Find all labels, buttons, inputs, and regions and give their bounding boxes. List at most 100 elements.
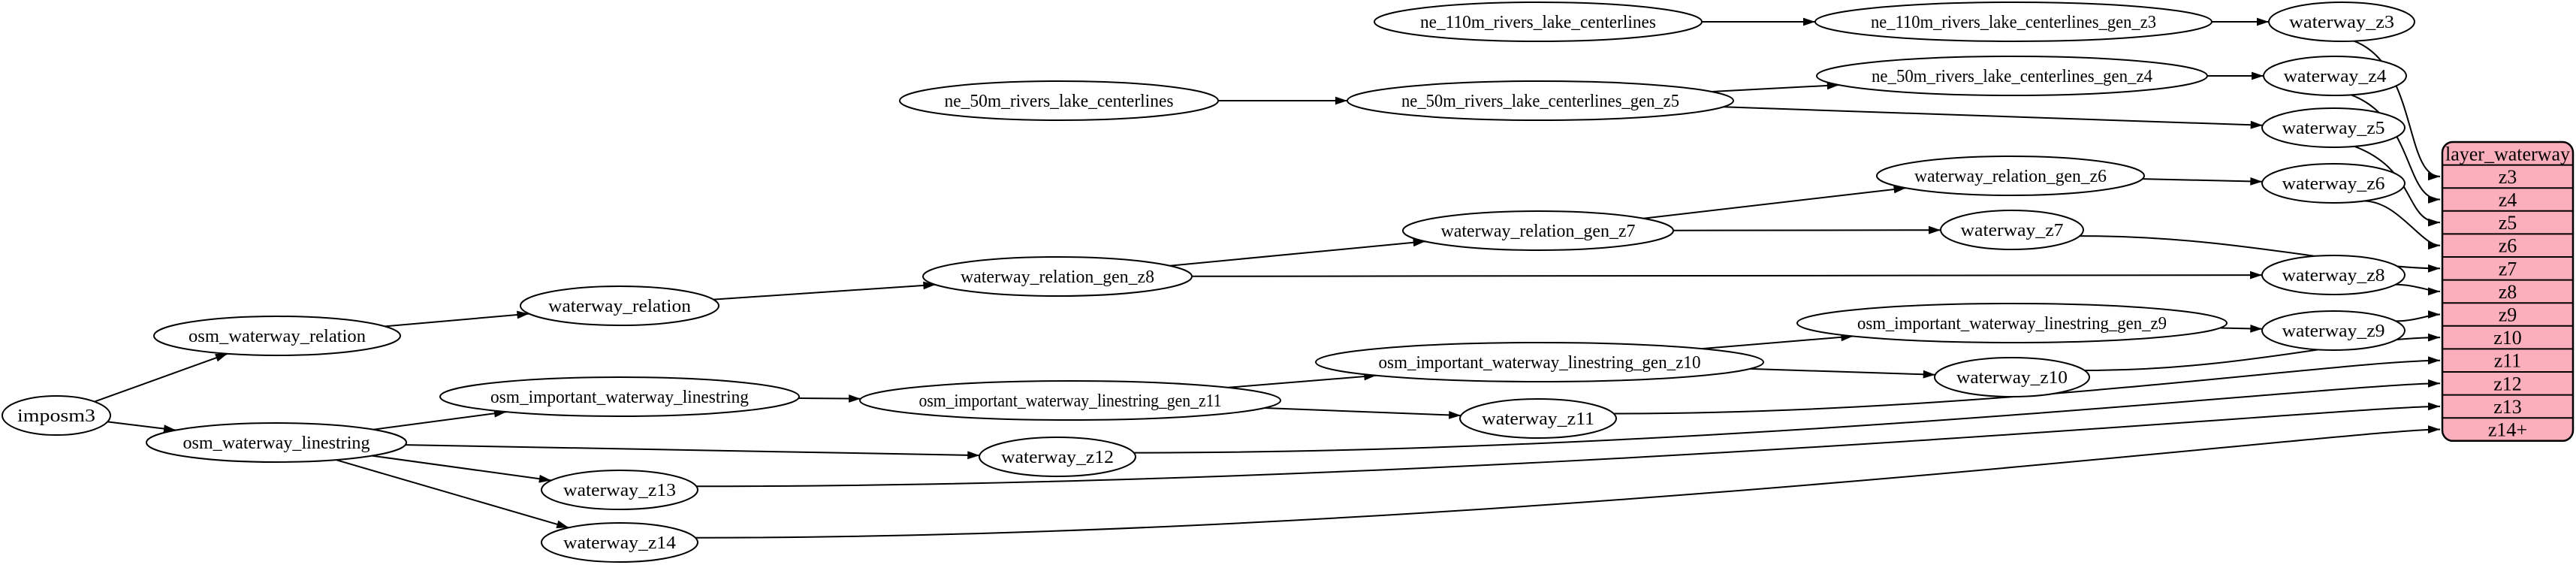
edge-waterway_relation_gen_z8-to-waterway_z8 [1191, 274, 2263, 277]
node-label-osm_important_waterway_linestring_gen_z9: osm_important_waterway_linestring_gen_z9 [1857, 314, 2167, 334]
node-ellipse-osm_important_waterway_linestring_gen_z10 [1315, 342, 1764, 382]
table-row-z7: z7 [2499, 258, 2517, 279]
edge-imposm3-to-osm_waterway_relation-arrowhead [215, 353, 228, 362]
edge-waterway_z11-to-layer-z11-arrowhead [2428, 356, 2440, 365]
edge-waterway_z13-to-layer-z13 [696, 405, 2441, 488]
table-row-z6: z6 [2499, 235, 2517, 257]
table-row-z10: z10 [2493, 327, 2522, 349]
table-row-z11: z11 [2494, 350, 2522, 372]
node-label-waterway_relation_gen_z6: waterway_relation_gen_z6 [1914, 167, 2107, 186]
edge-waterway_z5-to-layer-z5-arrowhead [2428, 218, 2440, 227]
table-row-z3: z3 [2499, 166, 2517, 188]
node-ellipse-waterway_relation [520, 286, 719, 326]
edge-osm_waterway_relation-to-waterway_relation [385, 313, 529, 328]
edge-waterway_z3-to-layer-z3-arrowhead [2428, 172, 2440, 181]
node-ellipse-waterway_relation_gen_z7 [1402, 210, 1674, 251]
edge-waterway_relation_gen_z6-to-waterway_z6 [2142, 178, 2263, 183]
table-row-z4: z4 [2499, 189, 2517, 211]
edge-waterway_z7-to-layer-z7 [2080, 235, 2441, 270]
node-label-osm_important_waterway_linestring: osm_important_waterway_linestring [490, 388, 749, 407]
node-ellipse-waterway_z11 [1459, 398, 1617, 439]
edge-ne_110m_rivers_lake_centerlines-to-ne_110m_rivers_lake_centerlines_gen_z3-arrowhead [1803, 17, 1815, 26]
node-osm_important_waterway_linestring_gen_z11: osm_important_waterway_linestring_gen_z1… [859, 380, 1281, 421]
node-waterway_z14: waterway_z14 [541, 522, 698, 563]
nodes-layer: imposm3osm_waterway_relationosm_waterway… [2, 2, 2415, 563]
edge-waterway_z3-to-layer-z3 [2353, 40, 2441, 177]
edge-waterway_z4-to-layer-z4-arrowhead [2428, 195, 2440, 204]
table-row-z8: z8 [2499, 281, 2517, 303]
node-ellipse-waterway_z10 [1934, 357, 2090, 397]
node-ellipse-waterway_z5 [2261, 107, 2406, 148]
node-ne_50m_rivers_lake_centerlines_gen_z4: ne_50m_rivers_lake_centerlines_gen_z4 [1816, 56, 2208, 96]
edge-waterway_z9-to-layer-z9-arrowhead [2428, 310, 2440, 319]
node-waterway_relation_gen_z6: waterway_relation_gen_z6 [1876, 156, 2145, 196]
node-ellipse-ne_110m_rivers_lake_centerlines_gen_z3 [1814, 2, 2213, 42]
node-waterway_z12: waterway_z12 [979, 437, 1136, 477]
node-waterway_relation_gen_z8: waterway_relation_gen_z8 [922, 256, 1193, 297]
edge-waterway_z10-to-layer-z10 [2084, 337, 2441, 371]
node-ellipse-ne_50m_rivers_lake_centerlines_gen_z5 [1347, 80, 1734, 121]
node-ellipse-imposm3 [2, 395, 111, 436]
edge-waterway_relation_gen_z8-to-waterway_relation_gen_z7 [1169, 240, 1425, 267]
node-waterway_z4: waterway_z4 [2263, 56, 2407, 96]
node-ellipse-waterway_z4 [2263, 56, 2407, 96]
edge-ne_110m_rivers_lake_centerlines_gen_z3-to-waterway_z3-arrowhead [2257, 17, 2269, 26]
node-osm_important_waterway_linestring_gen_z9: osm_important_waterway_linestring_gen_z9 [1796, 303, 2228, 343]
node-label-waterway_z10: waterway_z10 [1956, 368, 2068, 388]
layer-waterway-table: layer_waterwayz3z4z5z6z7z8z9z10z11z12z13… [2441, 140, 2574, 443]
edge-waterway_relation-to-waterway_relation_gen_z8 [713, 283, 936, 301]
node-label-waterway_z12: waterway_z12 [1001, 448, 1114, 467]
node-label-waterway_z11: waterway_z11 [1482, 409, 1594, 429]
node-ellipse-osm_waterway_linestring [146, 422, 407, 463]
node-ne_50m_rivers_lake_centerlines_gen_z5: ne_50m_rivers_lake_centerlines_gen_z5 [1347, 80, 1734, 121]
node-ne_50m_rivers_lake_centerlines: ne_50m_rivers_lake_centerlines [899, 80, 1219, 121]
edge-osm_important_waterway_linestring_gen_z9-to-waterway_z9-arrowhead [2250, 325, 2263, 333]
node-label-waterway_z4: waterway_z4 [2284, 67, 2387, 86]
node-imposm3: imposm3 [2, 395, 111, 436]
node-ellipse-waterway_z14 [541, 522, 698, 563]
edge-osm_important_waterway_linestring_gen_z10-to-waterway_z10-arrowhead [1923, 370, 1935, 379]
edge-waterway_z6-to-layer-z6-arrowhead [2428, 241, 2440, 250]
edge-ne_50m_rivers_lake_centerlines_gen_z5-to-ne_50m_rivers_lake_centerlines_gen_z4 [1712, 84, 1839, 92]
node-ellipse-waterway_z7 [1940, 210, 2084, 250]
edge-ne_50m_rivers_lake_centerlines-to-ne_50m_rivers_lake_centerlines_gen_z5-arrowhead [1335, 96, 1347, 105]
edge-waterway_z12-to-layer-z12 [1133, 382, 2441, 454]
node-waterway_z8: waterway_z8 [2261, 255, 2406, 295]
node-label-waterway_z5: waterway_z5 [2282, 119, 2385, 138]
node-waterway_relation: waterway_relation [520, 286, 719, 326]
node-ne_110m_rivers_lake_centerlines_gen_z3: ne_110m_rivers_lake_centerlines_gen_z3 [1814, 2, 2213, 42]
node-waterway_z6: waterway_z6 [2261, 163, 2406, 204]
edge-waterway_relation_gen_z6-to-waterway_z6-arrowhead [2250, 177, 2263, 186]
node-label-osm_important_waterway_linestring_gen_z11: osm_important_waterway_linestring_gen_z1… [919, 391, 1222, 411]
edge-ne_50m_rivers_lake_centerlines_gen_z5-to-waterway_z5 [1723, 106, 2263, 126]
node-waterway_relation_gen_z7: waterway_relation_gen_z7 [1402, 210, 1674, 251]
node-waterway_z10: waterway_z10 [1934, 357, 2090, 397]
node-ellipse-waterway_z3 [2268, 2, 2415, 42]
table-row-z12: z12 [2493, 373, 2522, 394]
edge-osm_waterway_linestring-to-waterway_z14 [336, 459, 569, 529]
edge-osm_waterway_linestring-to-waterway_z13-arrowhead [538, 474, 551, 483]
edge-osm_waterway_linestring-to-osm_important_waterway_linestring [373, 411, 507, 431]
node-ellipse-waterway_z13 [541, 470, 698, 510]
edge-osm_waterway_linestring-to-waterway_z12 [405, 444, 980, 457]
node-ellipse-ne_50m_rivers_lake_centerlines [899, 80, 1219, 121]
edge-waterway_relation_gen_z8-to-waterway_z8-arrowhead [2250, 270, 2262, 279]
node-label-ne_50m_rivers_lake_centerlines_gen_z5: ne_50m_rivers_lake_centerlines_gen_z5 [1401, 92, 1679, 111]
edge-osm_waterway_linestring-to-waterway_z12-arrowhead [967, 451, 980, 460]
node-ellipse-osm_important_waterway_linestring [439, 376, 800, 417]
node-ellipse-waterway_relation_gen_z8 [922, 256, 1193, 297]
edge-osm_waterway_linestring-to-waterway_z14-arrowhead [556, 520, 569, 528]
edge-waterway_relation_gen_z8-to-waterway_relation_gen_z7-arrowhead [1413, 238, 1425, 247]
edge-waterway_relation_gen_z7-to-waterway_z7-arrowhead [1929, 225, 1941, 234]
node-label-waterway_relation_gen_z7: waterway_relation_gen_z7 [1441, 222, 1636, 241]
edge-waterway_z12-to-layer-z12-arrowhead [2428, 379, 2440, 388]
node-ellipse-osm_waterway_relation [153, 316, 401, 356]
node-ellipse-waterway_z6 [2261, 163, 2406, 204]
node-ne_110m_rivers_lake_centerlines: ne_110m_rivers_lake_centerlines [1374, 2, 1703, 42]
node-label-ne_50m_rivers_lake_centerlines_gen_z4: ne_50m_rivers_lake_centerlines_gen_z4 [1872, 67, 2152, 86]
table-title: layer_waterway [2445, 143, 2570, 165]
node-ellipse-waterway_z9 [2261, 310, 2406, 351]
edge-osm_important_waterway_linestring_gen_z10-to-osm_important_waterway_linestring_gen_z9 [1702, 335, 1854, 350]
edge-osm_waterway_linestring-to-waterway_z13 [372, 455, 552, 482]
